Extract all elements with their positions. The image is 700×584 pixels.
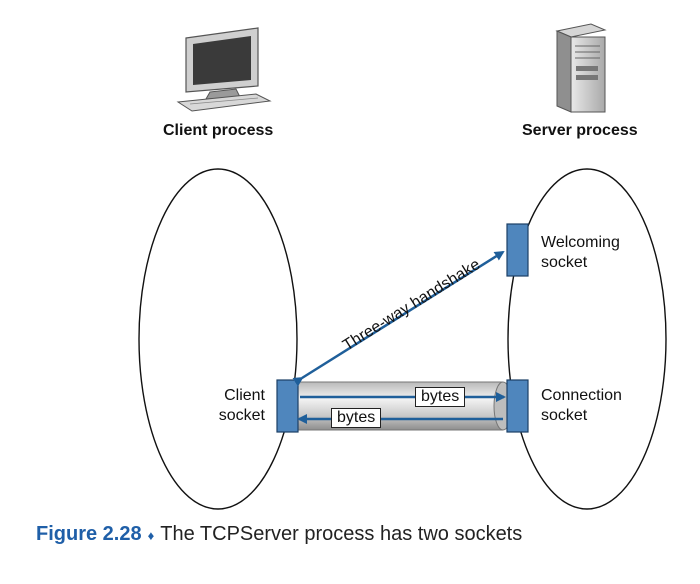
connection-socket <box>506 379 529 433</box>
client-socket-label: Client socket <box>208 386 265 426</box>
server-tower-icon <box>555 23 607 113</box>
client-process-ellipse <box>138 168 298 510</box>
client-computer-icon <box>176 27 272 112</box>
client-process-title: Client process <box>163 122 274 139</box>
figure-caption: Figure 2.28 ♦ The TCPServer process has tw… <box>36 523 522 546</box>
caption-text: The TCPServer process has two sockets <box>160 523 523 545</box>
welcoming-socket <box>506 223 529 277</box>
welcoming-socket-label: Welcoming socket <box>541 233 620 273</box>
connection-socket-label-line1: Connection <box>541 387 622 404</box>
client-socket <box>276 379 299 433</box>
server-process-title: Server process <box>522 122 638 139</box>
tcp-connection-pipe <box>297 381 513 431</box>
connection-socket-label-line2: socket <box>541 407 588 424</box>
client-socket-label-line2: socket <box>218 407 265 424</box>
figure-number: Figure 2.28 <box>36 523 142 545</box>
caption-separator-icon: ♦ <box>147 528 155 543</box>
connection-socket-label: Connection socket <box>541 386 622 426</box>
handshake-arrow <box>292 250 505 387</box>
welcoming-socket-label-line1: Welcoming <box>541 234 620 251</box>
bytes-label-incoming: bytes <box>331 408 382 428</box>
client-socket-label-line1: Client <box>224 387 265 404</box>
welcoming-socket-label-line2: socket <box>541 254 588 271</box>
handshake-label: Three-way handshake <box>340 256 483 354</box>
server-process-ellipse <box>507 168 667 510</box>
bytes-label-outgoing: bytes <box>415 387 466 407</box>
